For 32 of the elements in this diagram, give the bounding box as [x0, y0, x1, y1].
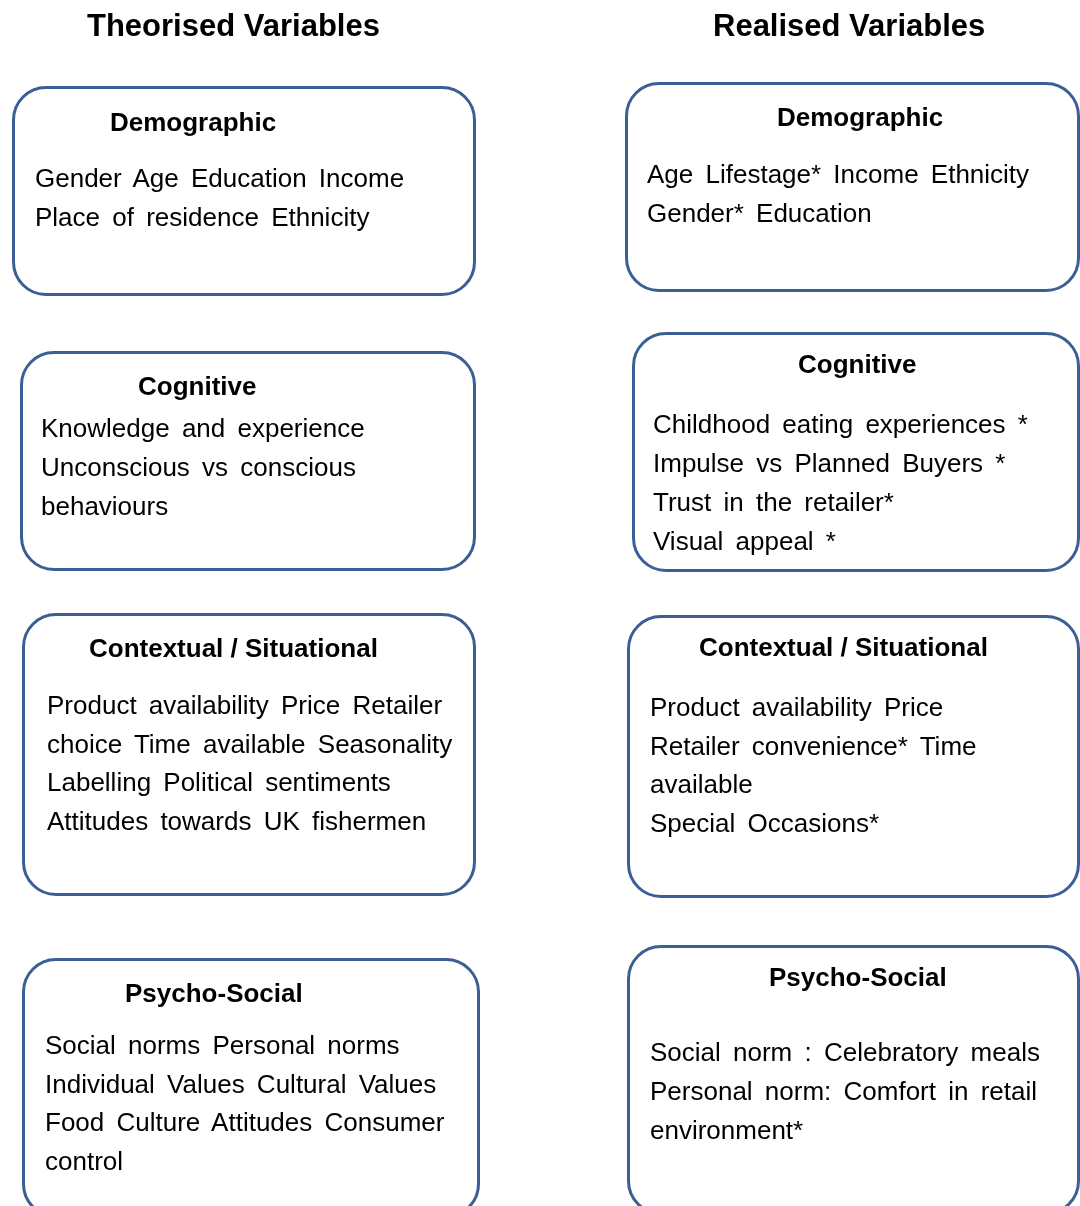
- variable-list: Visual appeal *: [653, 522, 1078, 561]
- category-box: [22, 958, 480, 1206]
- variable-list: Product availability Price Retailer choice Time available Seasonality Labelling Political sentiments Attitudes towards UK fishermen: [47, 686, 467, 840]
- box-heading: Cognitive: [798, 349, 917, 380]
- variable-list: Social norms Personal norms Individual Values Cultural Values Food Culture Attitudes Consumer control: [45, 1026, 465, 1180]
- category-box: [20, 351, 476, 571]
- box-heading: Cognitive: [138, 371, 257, 402]
- variable-list: Impulse vs Planned Buyers *: [653, 444, 1078, 483]
- variable-list: Trust in the retailer*: [653, 483, 1078, 522]
- variable-list: Age Lifestage* Income Ethnicity Gender* Education: [647, 155, 1067, 232]
- category-box: [632, 332, 1080, 572]
- category-box: [627, 615, 1080, 898]
- variable-list: Knowledge and experience: [41, 409, 461, 448]
- column-heading: Realised Variables: [713, 8, 986, 44]
- box-heading: Demographic: [110, 107, 277, 138]
- box-heading: Contextual / Situational: [699, 632, 988, 663]
- variable-list: Product availability Price Retailer convenience* Time available: [650, 688, 1030, 804]
- variable-list: Unconscious vs conscious behaviours: [41, 448, 461, 525]
- variable-list: Personal norm: Comfort in retail environment*: [650, 1072, 1070, 1149]
- variable-list: Social norm : Celebratory meals: [650, 1033, 1070, 1072]
- category-box: [627, 945, 1080, 1206]
- box-heading: Psycho-Social: [125, 978, 303, 1009]
- variable-list: Gender Age Education Income Place of residence Ethnicity: [35, 159, 435, 236]
- column-heading: Theorised Variables: [87, 8, 380, 44]
- box-heading: Contextual / Situational: [89, 633, 378, 664]
- variable-list: Childhood eating experiences *: [653, 405, 1078, 444]
- box-heading: Demographic: [777, 102, 944, 133]
- variable-list: Special Occasions*: [650, 804, 1030, 843]
- category-box: [12, 86, 476, 296]
- category-box: [625, 82, 1080, 292]
- box-heading: Psycho-Social: [769, 962, 947, 993]
- category-box: [22, 613, 476, 896]
